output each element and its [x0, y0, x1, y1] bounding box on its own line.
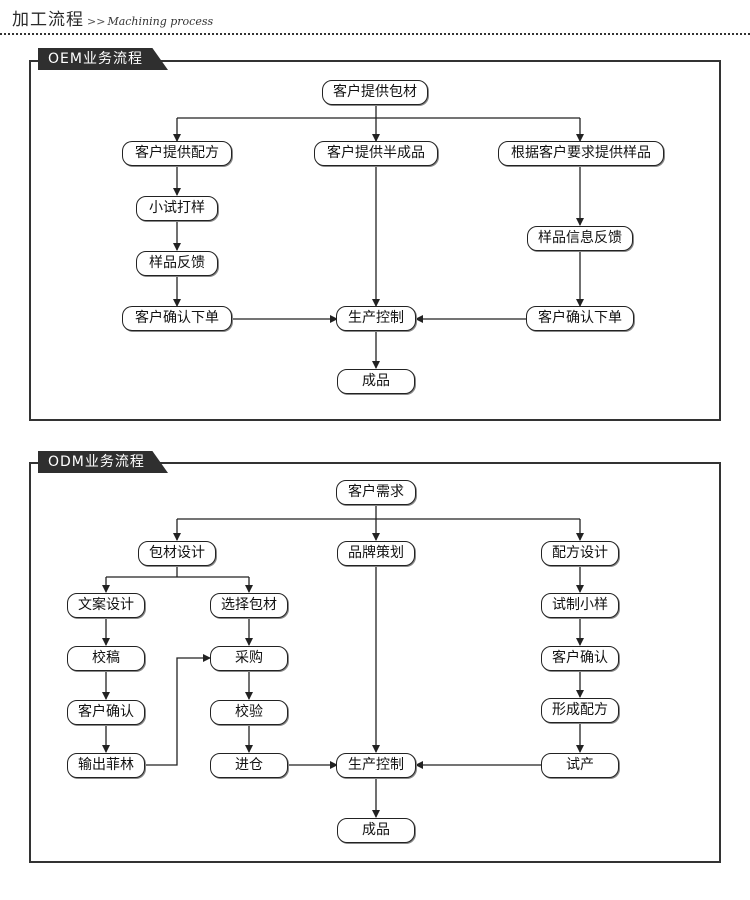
odm-node-formula-design: 配方设计 — [541, 541, 619, 566]
oem-panel — [29, 60, 721, 421]
odm-node-packaging-design: 包材设计 — [138, 541, 216, 566]
odm-node-warehouse: 进仓 — [210, 753, 288, 778]
odm-node-proof: 校稿 — [67, 646, 145, 671]
oem-node-supply-formula: 客户提供配方 — [122, 141, 232, 166]
odm-node-trial-small: 试制小样 — [541, 593, 619, 618]
oem-node-supply-semi: 客户提供半成品 — [314, 141, 438, 166]
odm-panel — [29, 462, 721, 863]
oem-tab: OEM业务流程 — [38, 48, 168, 70]
odm-node-output-film: 输出菲林 — [67, 753, 145, 778]
odm-node-select-material: 选择包材 — [210, 593, 288, 618]
oem-node-confirm-left: 客户确认下单 — [122, 306, 232, 331]
oem-node-supply-material: 客户提供包材 — [322, 80, 428, 105]
page-title-text: 加工流程 — [12, 10, 84, 30]
oem-node-production: 生产控制 — [336, 306, 416, 331]
odm-node-customer-confirm-left: 客户确认 — [67, 700, 145, 725]
oem-node-finished: 成品 — [337, 369, 415, 394]
page-title-en: Machining process — [107, 15, 214, 28]
odm-edge-film-purchase — [146, 654, 211, 766]
oem-node-sample-feedback: 样品反馈 — [136, 251, 218, 276]
title-divider — [0, 33, 750, 35]
oem-node-by-sample: 根据客户要求提供样品 — [498, 141, 664, 166]
odm-node-production: 生产控制 — [336, 753, 416, 778]
odm-node-form-formula: 形成配方 — [541, 698, 619, 723]
title-arrows: >> — [87, 15, 106, 28]
odm-node-finished: 成品 — [337, 818, 415, 843]
odm-node-copy-design: 文案设计 — [67, 593, 145, 618]
oem-node-trial: 小试打样 — [136, 196, 218, 221]
oem-node-confirm-right: 客户确认下单 — [526, 306, 634, 331]
odm-node-demand: 客户需求 — [336, 480, 416, 505]
oem-node-sample-info: 样品信息反馈 — [527, 226, 633, 251]
odm-node-verify: 校验 — [210, 700, 288, 725]
odm-node-purchase: 采购 — [210, 646, 288, 671]
odm-node-trial-production: 试产 — [541, 753, 619, 778]
odm-tab: ODM业务流程 — [38, 451, 168, 473]
odm-node-customer-confirm: 客户确认 — [541, 646, 619, 671]
odm-node-brand-plan: 品牌策划 — [337, 541, 415, 566]
page-title: 加工流程>>Machining process — [12, 5, 213, 30]
